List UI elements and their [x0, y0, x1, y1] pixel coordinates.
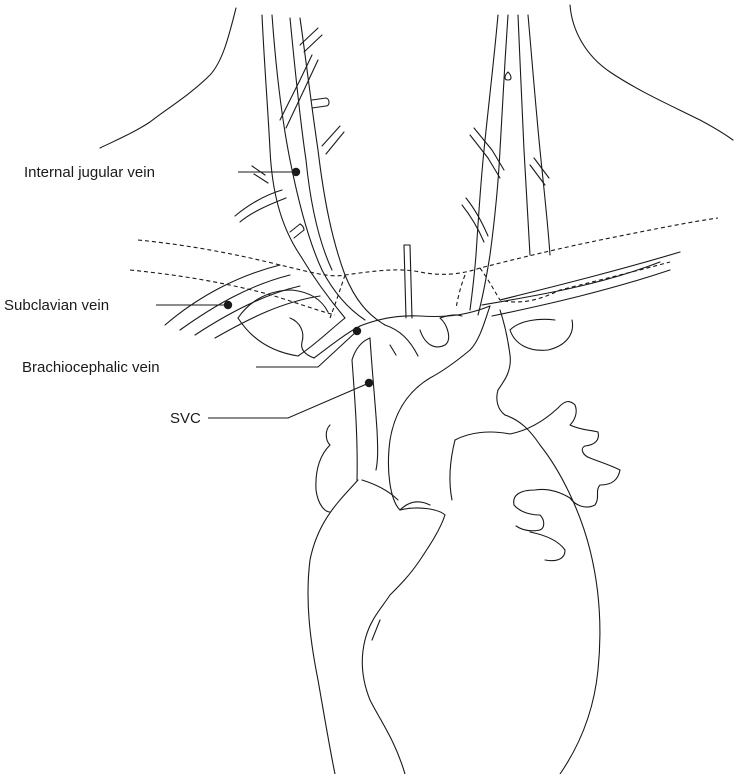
- label-svc: SVC: [170, 410, 201, 427]
- svc-dot: [365, 379, 373, 387]
- neck-shoulder-outline: [100, 5, 733, 148]
- brachiocephalic-svc: [298, 245, 490, 480]
- label-subclavian-vein: Subclavian vein: [4, 297, 109, 314]
- subclavian-dot: [224, 301, 232, 309]
- right-jugular-veins: [462, 15, 550, 315]
- clavicle-outlines: [130, 218, 718, 318]
- ijv-dot: [292, 168, 300, 176]
- brachiocephalic-dot: [353, 327, 361, 335]
- subclavian-veins: [165, 252, 680, 338]
- heart-outline: [308, 306, 620, 774]
- right-atrium-outline: [316, 425, 430, 512]
- label-internal-jugular-vein: Internal jugular vein: [24, 164, 155, 181]
- label-brachiocephalic-vein: Brachiocephalic vein: [22, 359, 160, 376]
- left-jugular-veins: [235, 15, 385, 325]
